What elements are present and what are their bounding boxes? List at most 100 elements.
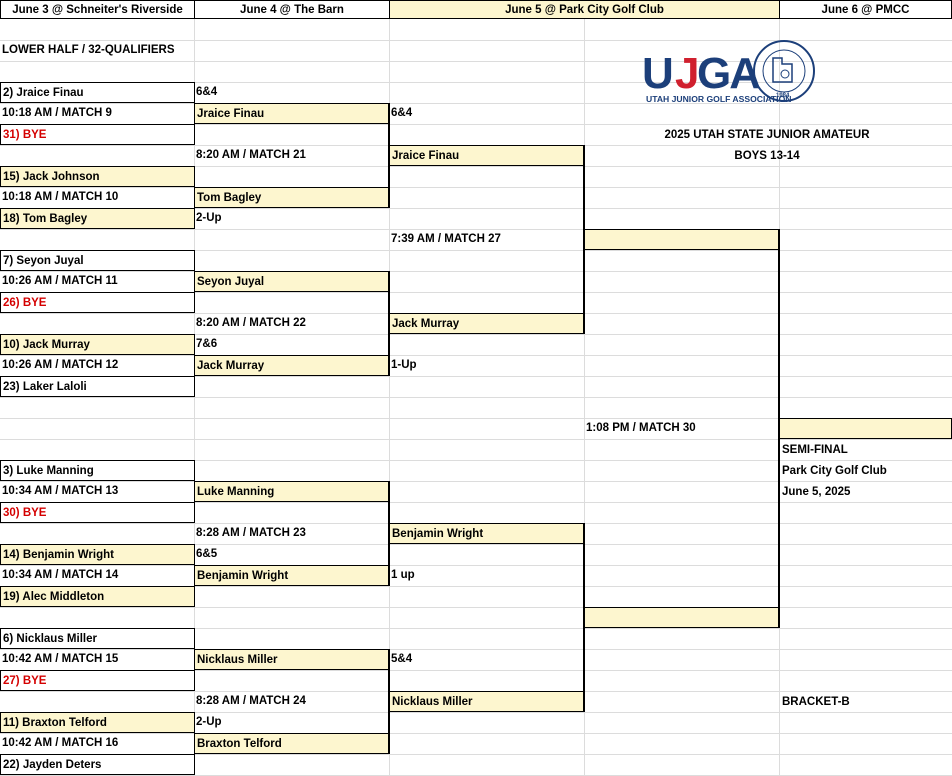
match-score[interactable]: 2-Up	[196, 716, 222, 728]
match-time[interactable]: 8:28 AM / MATCH 23	[196, 527, 306, 539]
seed-entry[interactable]: 2) Jraice Finau	[0, 82, 195, 103]
ujga-logo: U J GA 1984 UTAH JUNIOR GOLF ASSOCIATION	[642, 40, 815, 104]
match-score[interactable]: 6&5	[196, 548, 218, 560]
header-june-4[interactable]: June 4 @ The Barn	[194, 0, 390, 19]
seed-entry[interactable]: 14) Benjamin Wright	[0, 544, 195, 565]
match-time[interactable]: 10:42 AM / MATCH 16	[2, 737, 119, 749]
seed-entry[interactable]: 31) BYE	[0, 124, 195, 145]
seed-entry[interactable]: 11) Braxton Telford	[0, 712, 195, 733]
match-time[interactable]: 8:28 AM / MATCH 24	[196, 695, 306, 707]
match-time[interactable]: 10:34 AM / MATCH 13	[2, 485, 119, 497]
gridline	[0, 271, 952, 272]
svg-text:UTAH JUNIOR GOLF ASSOCIATION: UTAH JUNIOR GOLF ASSOCIATION	[646, 94, 791, 104]
match-time[interactable]: 10:26 AM / MATCH 12	[2, 359, 119, 371]
seed-entry[interactable]: 3) Luke Manning	[0, 460, 195, 481]
gridline	[584, 0, 585, 775]
gridline	[0, 670, 952, 671]
seed-entry[interactable]: 7) Seyon Juyal	[0, 250, 195, 271]
bracket-label[interactable]: BRACKET-B	[782, 696, 850, 708]
match-time[interactable]: 8:20 AM / MATCH 22	[196, 317, 306, 329]
match-score[interactable]: 2-Up	[196, 212, 222, 224]
gridline	[0, 712, 952, 713]
svg-text:U: U	[642, 49, 672, 98]
gridline	[389, 0, 390, 775]
svg-text:GA: GA	[697, 49, 760, 98]
svg-text:J: J	[675, 49, 697, 98]
match-time[interactable]: 7:39 AM / MATCH 27	[391, 233, 501, 245]
gridline	[0, 250, 952, 251]
seed-entry[interactable]: 6) Nicklaus Miller	[0, 628, 195, 649]
round2-winner[interactable]: Nicklaus Miller	[194, 649, 390, 670]
seed-entry[interactable]: 23) Laker Laloli	[0, 376, 195, 397]
gridline	[0, 544, 952, 545]
seed-entry[interactable]: 27) BYE	[0, 670, 195, 691]
round2-winner[interactable]: Benjamin Wright	[194, 565, 390, 586]
match-score[interactable]: 6&4	[391, 107, 413, 119]
seed-entry[interactable]: 19) Alec Middleton	[0, 586, 195, 607]
gridline	[0, 61, 952, 62]
round3-winner[interactable]: Nicklaus Miller	[389, 691, 585, 712]
seed-entry[interactable]: 10) Jack Murray	[0, 334, 195, 355]
gridline	[0, 586, 952, 587]
match-score[interactable]: 7&6	[196, 338, 218, 350]
gridline	[0, 229, 952, 230]
round2-winner[interactable]: Jraice Finau	[194, 103, 390, 124]
gridline	[0, 82, 952, 83]
gridline	[0, 208, 952, 209]
gridline	[0, 628, 952, 629]
semi-final-venue[interactable]: Park City Golf Club	[782, 465, 887, 477]
match-time[interactable]: 10:18 AM / MATCH 10	[2, 191, 119, 203]
gridline	[0, 40, 952, 41]
match-score[interactable]: 5&4	[391, 653, 413, 665]
round3-winner[interactable]: Jraice Finau	[389, 145, 585, 166]
match-score[interactable]: 6&4	[196, 86, 218, 98]
gridline	[0, 460, 952, 461]
match-time[interactable]: 1:08 PM / MATCH 30	[586, 422, 696, 434]
match-score[interactable]: 1-Up	[391, 359, 417, 371]
round3-winner[interactable]: Jack Murray	[389, 313, 585, 334]
gridline	[0, 334, 952, 335]
match-time[interactable]: 10:18 AM / MATCH 9	[2, 107, 112, 119]
match-time[interactable]: 10:42 AM / MATCH 15	[2, 653, 119, 665]
round4-slot[interactable]	[584, 607, 780, 628]
header-june-5[interactable]: June 5 @ Park City Golf Club	[389, 0, 780, 19]
seed-entry[interactable]: 18) Tom Bagley	[0, 208, 195, 229]
gridline	[0, 754, 952, 755]
gridline	[0, 355, 952, 356]
final-slot[interactable]	[779, 418, 952, 439]
round2-winner[interactable]: Braxton Telford	[194, 733, 390, 754]
match-time[interactable]: 10:34 AM / MATCH 14	[2, 569, 119, 581]
seed-entry[interactable]: 22) Jayden Deters	[0, 754, 195, 775]
seed-entry[interactable]: 15) Jack Johnson	[0, 166, 195, 187]
bracket-connector	[778, 418, 780, 628]
gridline	[0, 502, 952, 503]
match-score[interactable]: 1 up	[391, 569, 415, 581]
event-title[interactable]: 2025 UTAH STATE JUNIOR AMATEUR	[664, 129, 870, 141]
gridline	[0, 187, 952, 188]
bracket-connector	[778, 229, 780, 439]
match-time[interactable]: 10:26 AM / MATCH 11	[2, 275, 118, 287]
semi-final-date[interactable]: June 5, 2025	[782, 486, 851, 498]
round2-winner[interactable]: Tom Bagley	[194, 187, 390, 208]
header-june-6[interactable]: June 6 @ PMCC	[779, 0, 952, 19]
semi-final-label[interactable]: SEMI-FINAL	[782, 444, 848, 456]
gridline	[0, 166, 952, 167]
svg-text:1984: 1984	[776, 93, 790, 99]
gridline	[0, 376, 952, 377]
round3-winner[interactable]: Benjamin Wright	[389, 523, 585, 544]
round2-winner[interactable]: Seyon Juyal	[194, 271, 390, 292]
gridline	[0, 124, 952, 125]
match-time[interactable]: 8:20 AM / MATCH 21	[196, 149, 306, 161]
gridline	[0, 481, 952, 482]
gridline	[0, 292, 952, 293]
round2-winner[interactable]: Jack Murray	[194, 355, 390, 376]
round4-slot[interactable]	[584, 229, 780, 250]
event-division[interactable]: BOYS 13-14	[734, 150, 800, 162]
section-label[interactable]: LOWER HALF / 32-QUALIFIERS	[2, 44, 175, 56]
header-june-3[interactable]: June 3 @ Schneiter's Riverside	[0, 0, 195, 19]
seed-entry[interactable]: 30) BYE	[0, 502, 195, 523]
gridline	[0, 103, 952, 104]
round2-winner[interactable]: Luke Manning	[194, 481, 390, 502]
seed-entry[interactable]: 26) BYE	[0, 292, 195, 313]
